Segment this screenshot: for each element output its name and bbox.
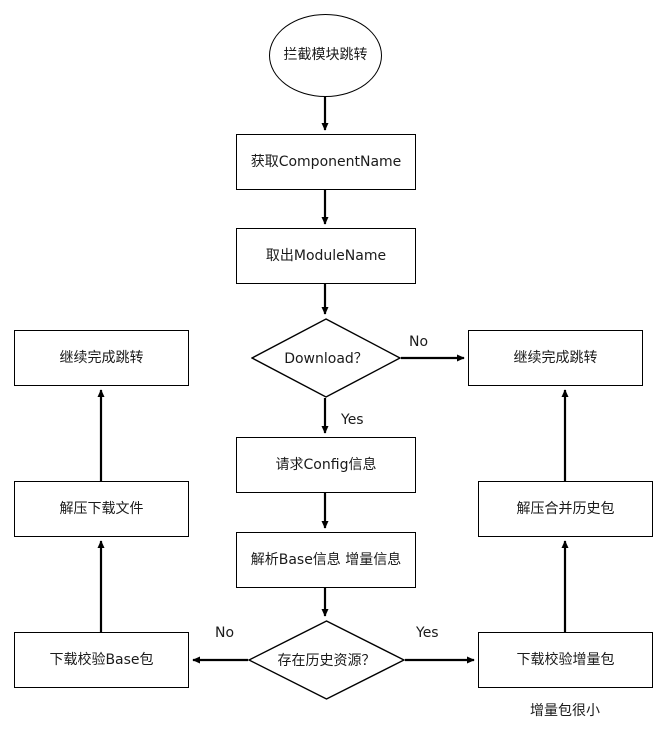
node-download-base-package[interactable]: 下载校验Base包: [14, 632, 189, 688]
node-parse-base-info-label: 解析Base信息 增量信息: [250, 551, 402, 568]
edge-label-history-yes: Yes: [416, 625, 439, 641]
node-parse-base-info[interactable]: 解析Base信息 增量信息: [236, 532, 416, 588]
node-continue-jump-right[interactable]: 继续完成跳转: [468, 330, 643, 386]
node-start-label: 拦截模块跳转: [283, 47, 368, 64]
edge-label-history-no: No: [215, 625, 235, 641]
node-unzip-merge-history-label: 解压合并历史包: [516, 500, 615, 517]
node-download-decision-label: Download？: [284, 351, 368, 367]
node-get-module-name[interactable]: 取出ModuleName: [236, 228, 416, 284]
node-continue-jump-left[interactable]: 继续完成跳转: [14, 330, 189, 386]
node-get-component-name[interactable]: 获取ComponentName: [236, 134, 416, 190]
node-request-config[interactable]: 请求Config信息: [236, 437, 416, 493]
node-unzip-downloaded-file[interactable]: 解压下载文件: [14, 481, 189, 537]
node-download-delta-package-label: 下载校验增量包: [516, 651, 615, 668]
node-continue-jump-right-label: 继续完成跳转: [513, 349, 598, 366]
node-request-config-label: 请求Config信息: [275, 456, 377, 473]
node-get-module-name-label: 取出ModuleName: [265, 247, 387, 264]
node-download-base-package-label: 下载校验Base包: [49, 651, 154, 668]
node-start[interactable]: 拦截模块跳转: [269, 14, 382, 97]
node-unzip-downloaded-file-label: 解压下载文件: [59, 500, 144, 517]
node-unzip-merge-history[interactable]: 解压合并历史包: [478, 481, 653, 537]
node-download-delta-package[interactable]: 下载校验增量包: [478, 632, 653, 688]
edge-label-download-yes: Yes: [341, 412, 364, 428]
node-continue-jump-left-label: 继续完成跳转: [59, 349, 144, 366]
node-get-component-name-label: 获取ComponentName: [250, 153, 402, 170]
note-delta-package-small: 增量包很小: [530, 703, 600, 719]
edge-label-download-no: No: [409, 334, 429, 350]
node-download-decision[interactable]: Download？: [251, 318, 401, 398]
node-history-decision-label: 存在历史资源？: [277, 653, 376, 669]
diamond-shape-icon: [248, 620, 405, 700]
node-history-decision[interactable]: 存在历史资源？: [248, 620, 405, 700]
diamond-shape-icon: [251, 318, 401, 398]
